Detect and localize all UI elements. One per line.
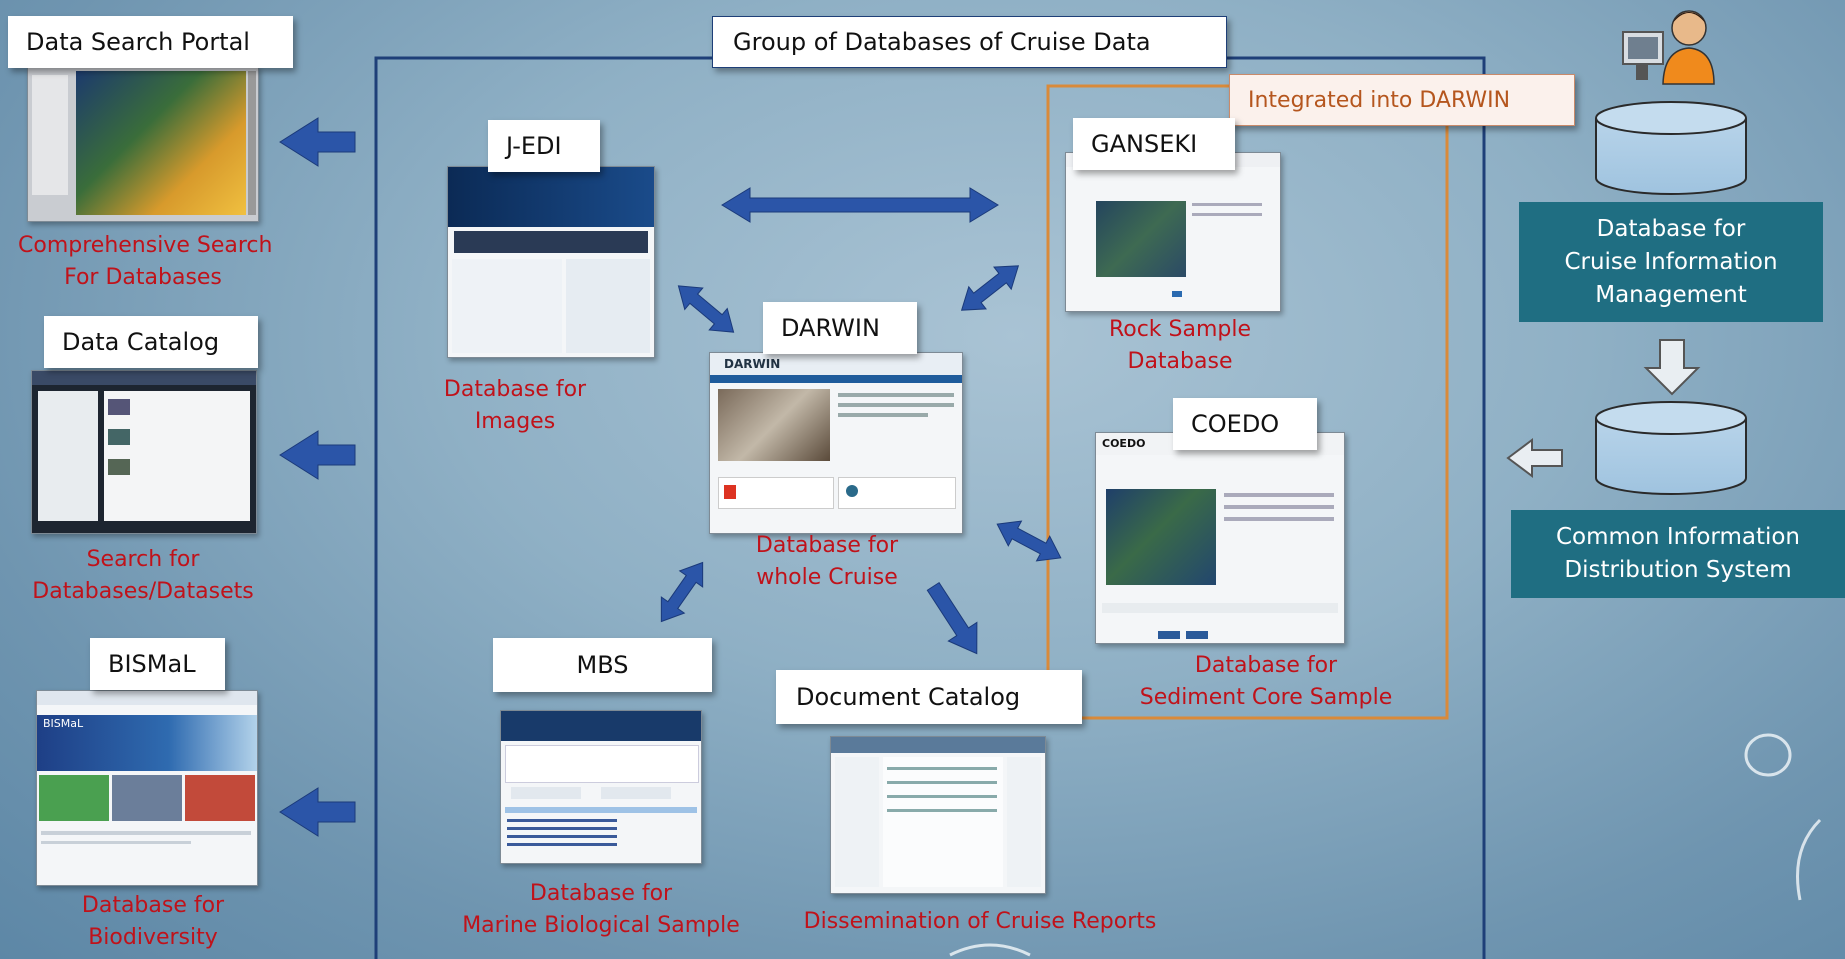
doccat-label-text: Document Catalog: [796, 683, 1021, 711]
box-line: Cruise Information: [1564, 248, 1778, 275]
box-line: Distribution System: [1564, 557, 1792, 583]
doccat-thumbnail[interactable]: [830, 736, 1046, 894]
cylinder-distribution: [1595, 401, 1747, 495]
coedo-label: COEDO: [1173, 398, 1317, 450]
coedo-thumbnail[interactable]: COEDO: [1095, 432, 1345, 644]
darwin-thumb-title: DARWIN: [724, 357, 781, 371]
cruise-mgmt-box: Database for Cruise Information Manageme…: [1519, 202, 1823, 322]
portal-label: Data Search Portal: [8, 16, 293, 68]
caption-line: Comprehensive Search: [18, 233, 273, 258]
bubble-decoration: [949, 733, 1822, 957]
coedo-caption: Database for Sediment Core Sample: [1126, 650, 1406, 714]
caption-line: For Databases: [64, 265, 222, 290]
integrated-title-text: Integrated into DARWIN: [1248, 87, 1511, 113]
arrow-darwin-mbs: [660, 561, 704, 623]
bismal-thumbnail[interactable]: BISMaL: [36, 690, 258, 886]
darwin-caption: Database for whole Cruise: [722, 530, 932, 594]
arrow-to-catalog: [279, 430, 356, 480]
coedo-thumb-title: COEDO: [1102, 437, 1146, 450]
ganseki-label-text: GANSEKI: [1091, 130, 1198, 158]
portal-caption: Comprehensive Search For Databases: [18, 230, 273, 294]
arrow-left-hollow: [1506, 438, 1563, 478]
box-line: Common Information: [1555, 524, 1801, 550]
box-line: Database for: [1596, 215, 1746, 242]
arrow-jedi-darwin: [677, 285, 735, 333]
jedi-caption: Database for Images: [410, 374, 620, 438]
user-at-computer-icon: [1622, 10, 1715, 85]
caption-line: Images: [474, 409, 556, 434]
ganseki-thumbnail[interactable]: [1065, 152, 1281, 312]
catalog-thumbnail[interactable]: [31, 370, 257, 534]
integrated-title: Integrated into DARWIN: [1229, 74, 1575, 126]
bismal-thumb-title: BISMaL: [43, 717, 84, 730]
jedi-thumbnail[interactable]: [447, 166, 655, 358]
catalog-label-text: Data Catalog: [62, 328, 220, 356]
caption-line: Databases/Datasets: [32, 579, 254, 604]
group-title-text: Group of Databases of Cruise Data: [733, 28, 1151, 56]
doccat-label: Document Catalog: [776, 670, 1082, 724]
mbs-caption: Database for Marine Biological Sample: [460, 878, 742, 942]
ganseki-caption: Rock Sample Database: [1075, 314, 1285, 378]
box-line: Management: [1595, 281, 1747, 308]
arrow-down-hollow: [1643, 339, 1701, 396]
caption-line: Database: [1127, 349, 1233, 374]
arrow-to-bismal: [279, 787, 356, 837]
caption-line: Search for: [86, 547, 200, 572]
caption-line: Database for: [443, 377, 587, 402]
darwin-thumbnail[interactable]: DARWIN: [709, 352, 963, 534]
caption-line: whole Cruise: [756, 565, 898, 590]
darwin-label: DARWIN: [763, 302, 917, 354]
portal-thumbnail[interactable]: [27, 66, 259, 222]
caption-line: Dissemination of Cruise Reports: [803, 909, 1157, 934]
caption-line: Database for: [529, 881, 673, 906]
arrow-jedi-ganseki: [721, 187, 999, 223]
caption-line: Database for: [81, 893, 225, 918]
mbs-label: MBS: [493, 638, 712, 692]
arrow-darwin-ganseki: [960, 265, 1020, 311]
jedi-label-text: J-EDI: [506, 132, 562, 160]
cylinder-cruise-mgmt: [1595, 101, 1747, 195]
catalog-caption: Search for Databases/Datasets: [18, 544, 268, 608]
caption-line: Database for: [755, 533, 899, 558]
arrow-darwin-doccat: [926, 581, 978, 655]
doccat-caption: Dissemination of Cruise Reports: [780, 906, 1180, 938]
arrow-darwin-coedo: [996, 520, 1062, 562]
bismal-caption: Database for Biodiversity: [28, 890, 278, 954]
caption-line: Rock Sample: [1108, 317, 1252, 342]
caption-line: Biodiversity: [88, 925, 218, 950]
group-title: Group of Databases of Cruise Data: [712, 16, 1227, 68]
darwin-label-text: DARWIN: [781, 314, 880, 342]
bismal-label: BISMaL: [90, 638, 225, 690]
jedi-label: J-EDI: [488, 120, 600, 172]
ganseki-label: GANSEKI: [1073, 118, 1235, 170]
portal-label-text: Data Search Portal: [26, 28, 250, 56]
coedo-label-text: COEDO: [1191, 410, 1280, 438]
caption-line: Sediment Core Sample: [1139, 685, 1393, 710]
catalog-label: Data Catalog: [44, 316, 258, 368]
arrow-to-portal: [279, 117, 356, 167]
distribution-box: Common Information Distribution System: [1511, 510, 1845, 598]
bismal-label-text: BISMaL: [108, 650, 196, 678]
caption-line: Database for: [1194, 653, 1338, 678]
mbs-thumbnail[interactable]: [500, 710, 702, 864]
mbs-label-text: MBS: [576, 651, 629, 679]
caption-line: Marine Biological Sample: [462, 913, 740, 938]
